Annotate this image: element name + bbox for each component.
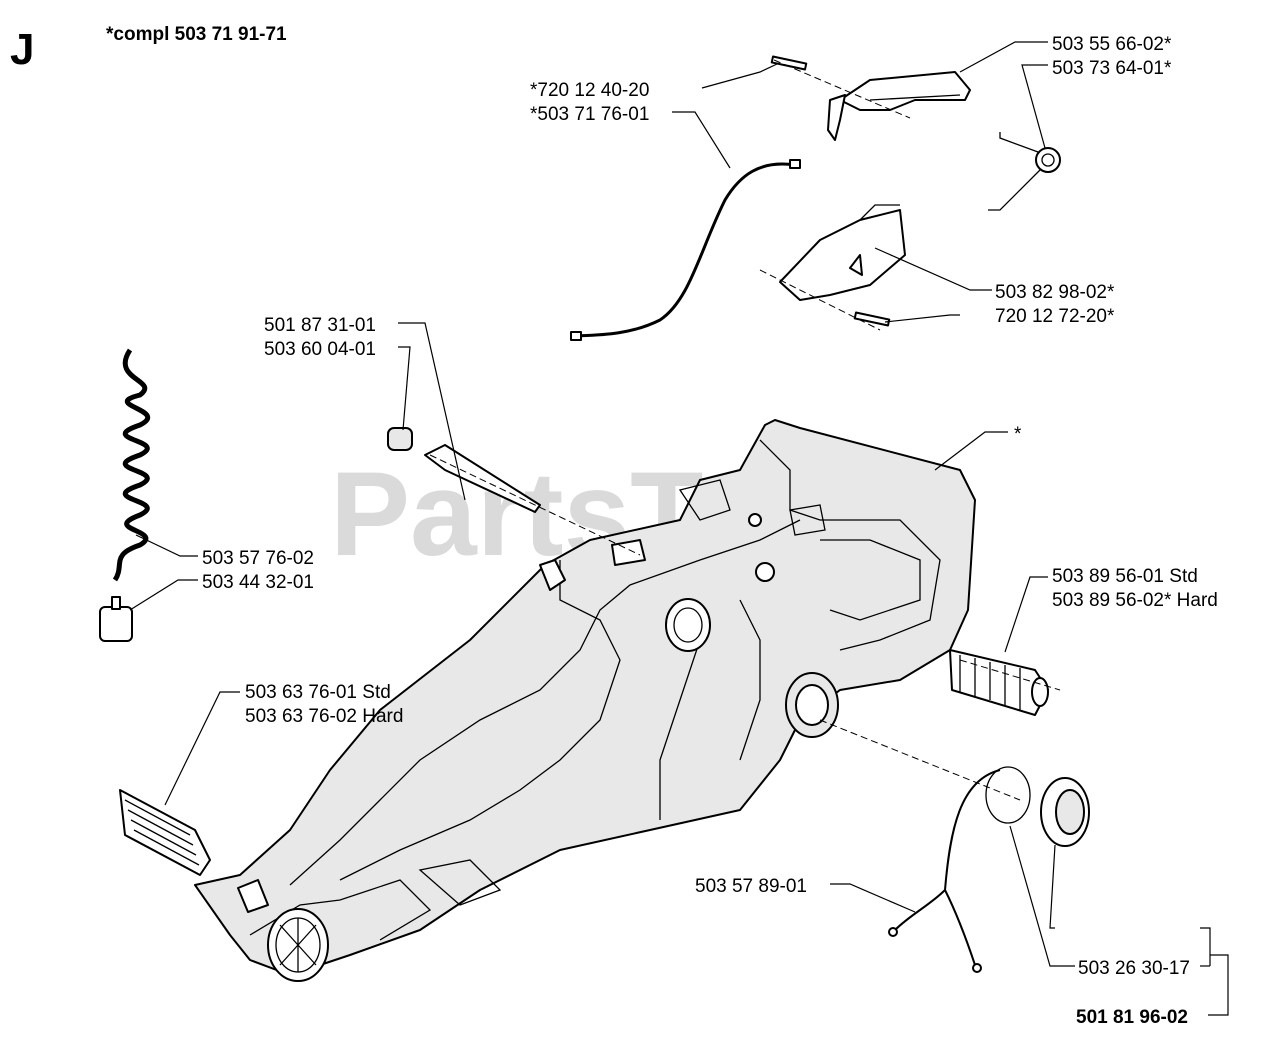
part-label: 503 26 30-17 [1078, 958, 1190, 979]
tank-housing-part [194, 419, 976, 982]
av-spring-right-part [949, 649, 1049, 716]
part-label: 501 87 31-01 [264, 315, 376, 336]
throttle-trigger-part [779, 204, 906, 327]
part-label: *503 71 76-01 [530, 104, 649, 125]
section-letter: J [10, 25, 34, 74]
vent-part [387, 427, 541, 513]
part-label: 503 60 04-01 [264, 339, 376, 360]
leader-lines [129, 41, 1229, 1016]
part-label: 720 12 72-20* [995, 306, 1115, 327]
part-labels: *720 12 40-20 *503 71 76-01 503 55 66-02… [202, 34, 1218, 1028]
part-label: 503 82 98-02* [995, 282, 1115, 303]
part-label: *720 12 40-20 [530, 80, 649, 101]
spring-part [988, 132, 1061, 211]
part-label: 503 57 76-02 [202, 548, 314, 569]
part-label: 503 57 89-01 [695, 876, 807, 897]
throttle-lockout-part [770, 55, 971, 141]
part-label: 503 63 76-01 Std [245, 682, 391, 703]
part-label: * [1014, 424, 1022, 445]
part-label: 503 63 76-02 Hard [245, 706, 403, 727]
part-label: 501 81 96-02 [1076, 1007, 1188, 1028]
part-label: 503 55 66-02* [1052, 34, 1172, 55]
part-label: 503 44 32-01 [202, 572, 314, 593]
throttle-cable-part [570, 159, 801, 341]
oil-cap-part [888, 766, 1090, 973]
fuel-hose-part [112, 348, 151, 582]
av-spring-left-part [119, 789, 211, 876]
header-note: *compl 503 71 91-71 [106, 24, 287, 45]
fuel-filter-part [99, 596, 133, 642]
part-label: 503 89 56-01 Std [1052, 566, 1198, 587]
part-label: 503 89 56-02* Hard [1052, 590, 1218, 611]
part-label: 503 73 64-01* [1052, 58, 1172, 79]
